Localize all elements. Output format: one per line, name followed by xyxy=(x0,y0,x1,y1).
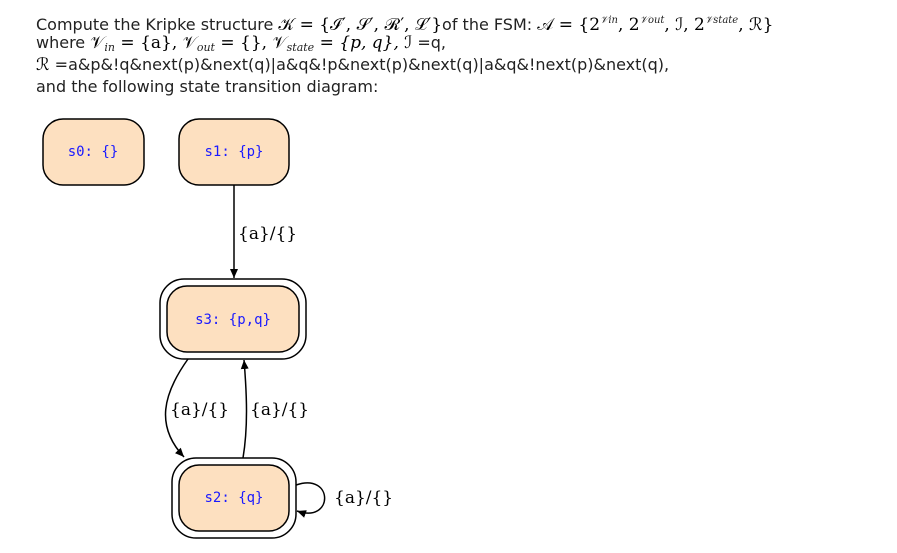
vstate-value: = {p, q}, xyxy=(314,33,405,53)
fsm-end: , ℛ} xyxy=(738,15,774,35)
vin-symbol: 𝒱 xyxy=(90,33,105,53)
vout-symbol: 𝒱 xyxy=(182,33,197,53)
state-s1: s1: {p} xyxy=(178,118,290,186)
state-s1-label: s1: {p} xyxy=(204,144,263,160)
init-value: =q, xyxy=(412,33,447,52)
question-line-4: and the following state transition diagr… xyxy=(36,76,891,98)
transition-s3-s2-label: {a}/{} xyxy=(170,400,229,420)
kripke-equation: 𝒦 = {ℐ′, 𝒮′, ℛ′, ℒ′} xyxy=(278,15,443,35)
diagram-intro-text: and the following state transition diagr… xyxy=(36,77,379,96)
state-s3-box xyxy=(166,285,300,353)
state-s3: s3: {p,q} xyxy=(159,278,307,360)
transition-s2-s2-arrow xyxy=(295,482,326,518)
transition-s2-s2: {a}/{} xyxy=(295,482,393,518)
state-s2: s2: {q} xyxy=(171,457,297,539)
fsm-sup-state: 𝒱state xyxy=(704,15,739,26)
of-fsm-text: of the FSM: xyxy=(442,15,538,34)
vin-subscript: in xyxy=(104,41,116,54)
transition-s3-s2: {a}/{} xyxy=(164,358,229,458)
question-line-1: Compute the Kripke structure 𝒦 = {ℐ′, 𝒮′… xyxy=(36,10,891,35)
question-line-2: where 𝒱in = {a}, 𝒱out = {}, 𝒱state = {p,… xyxy=(36,32,891,54)
vstate-subscript: state xyxy=(286,41,315,54)
question-text: Compute the Kripke structure 𝒦 = {ℐ′, 𝒮′… xyxy=(36,10,891,98)
state-s3-outer-border xyxy=(159,278,307,360)
r-value: =a&p&!q&next(p)&next(q)|a&q&!p&next(p)&n… xyxy=(49,55,670,74)
fsm-sep-2: , ℐ, 2 xyxy=(664,15,705,35)
transition-s2-s3: {a}/{} xyxy=(240,359,309,459)
transition-s2-s3-arrow xyxy=(240,359,249,459)
vout-value: = {}, xyxy=(214,33,273,53)
transition-s1-s3-label: {a}/{} xyxy=(238,224,297,244)
state-s0: s0: {} xyxy=(42,118,145,186)
fsm-sep-1: , 2 xyxy=(617,15,640,35)
transition-s2-s2-label: {a}/{} xyxy=(334,488,393,508)
fsm-sup-in: 𝒱in xyxy=(600,15,618,26)
r-symbol: ℛ xyxy=(36,55,50,75)
transition-s3-s2-arrow xyxy=(164,358,189,458)
init-symbol: ℐ xyxy=(404,33,413,53)
state-s2-outer-border xyxy=(171,457,297,539)
transition-s2-s3-label: {a}/{} xyxy=(250,400,309,420)
question-line-3: ℛ =a&p&!q&next(p)&next(q)|a&q&!p&next(p)… xyxy=(36,54,891,76)
vstate-symbol: 𝒱 xyxy=(272,33,287,53)
fsm-lhs: 𝒜 = {2 xyxy=(537,15,601,35)
state-s0-label: s0: {} xyxy=(68,144,119,160)
where-text: where xyxy=(36,33,91,52)
fsm-sup-out: 𝒱out xyxy=(639,15,665,26)
intro-text: Compute the Kripke structure xyxy=(36,15,279,34)
state-s2-label: s2: {q} xyxy=(204,490,263,506)
transition-s1-s3: {a}/{} xyxy=(230,185,297,278)
state-s2-box xyxy=(178,464,290,532)
vout-subscript: out xyxy=(196,41,215,54)
vin-value: = {a}, xyxy=(115,33,183,53)
state-s3-label: s3: {p,q} xyxy=(195,312,271,328)
state-s0-box xyxy=(42,118,145,186)
